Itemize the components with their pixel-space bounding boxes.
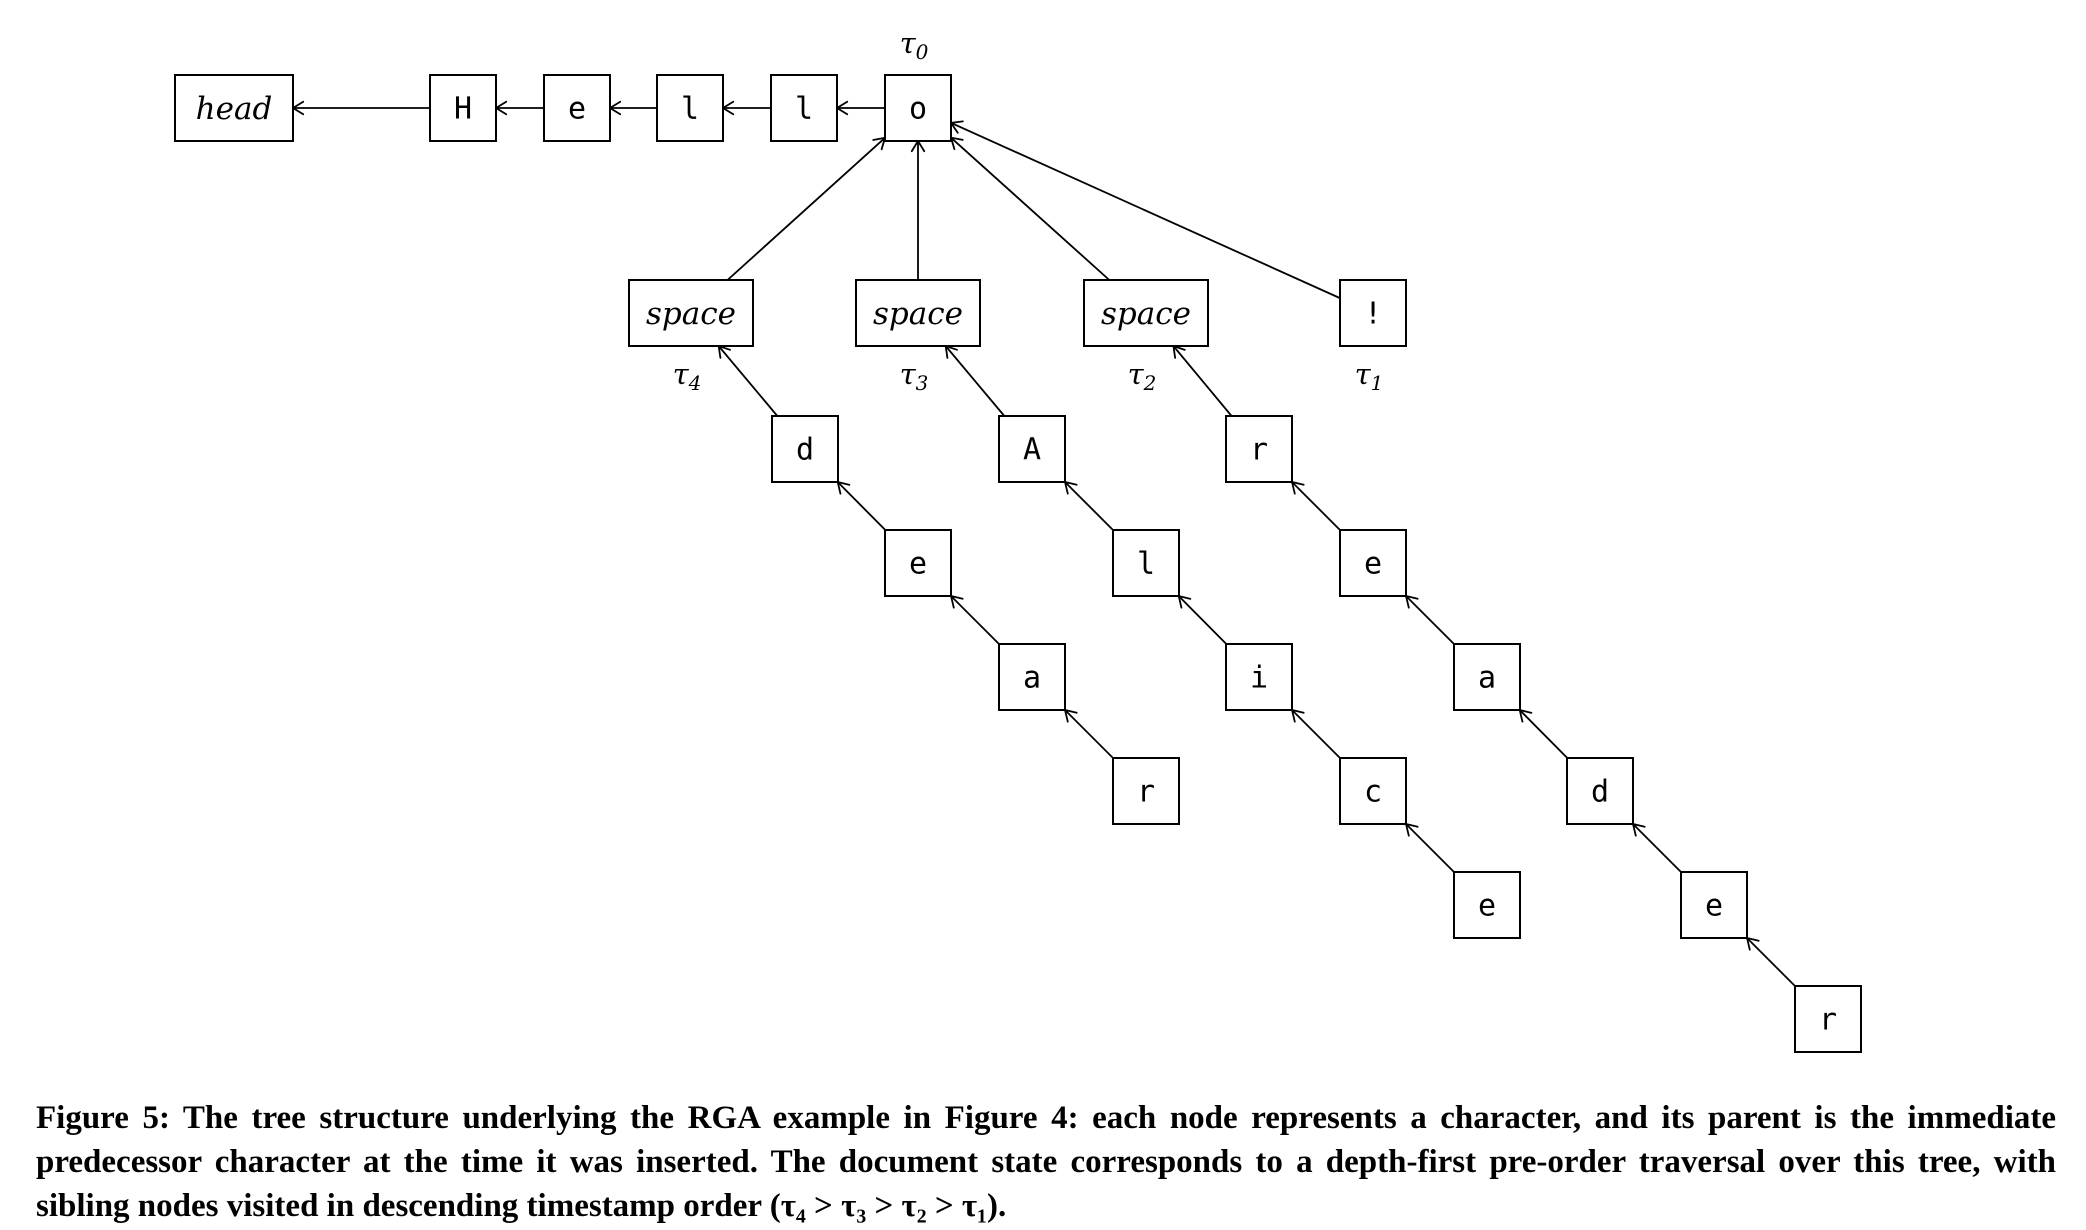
edge-r3-to-e5 [1745, 936, 1796, 987]
node-label: space [646, 296, 736, 332]
node-e2: e [884, 529, 952, 597]
node-label: a [1478, 661, 1496, 696]
edge-l1-to-e1 [608, 100, 657, 116]
edge-i-to-l3 [1177, 594, 1227, 645]
edge-c-to-i [1290, 708, 1341, 759]
timestamp-label-sp3: τ3 [900, 357, 929, 395]
edge-e2-to-d [836, 480, 886, 531]
node-label: l [795, 92, 813, 127]
node-A: A [998, 415, 1066, 483]
figure-caption: Figure 5: The tree structure underlying … [36, 1096, 2056, 1228]
timestamp-label-bang: τ1 [1355, 357, 1384, 395]
node-H: H [429, 74, 497, 142]
node-label: head [196, 91, 273, 127]
edge-d2-to-a2 [1518, 708, 1568, 759]
node-label: e [1478, 889, 1496, 924]
node-label: d [1591, 775, 1609, 810]
node-label: r [1819, 1003, 1837, 1038]
node-head: head [174, 74, 294, 142]
node-e4: e [1339, 529, 1407, 597]
timestamp-label-sp2: τ2 [1128, 357, 1157, 395]
edge-d-to-sp4 [717, 344, 779, 417]
edge-r1-to-a1 [1063, 708, 1114, 759]
node-r2: r [1225, 415, 1293, 483]
node-r1: r [1112, 757, 1180, 825]
edges-layer [291, 100, 1796, 987]
node-l2: l [770, 74, 838, 142]
node-label: H [454, 92, 472, 127]
node-c: c [1339, 757, 1407, 825]
node-e3: e [1453, 871, 1521, 939]
node-label: r [1250, 433, 1268, 468]
node-d: d [771, 415, 839, 483]
timestamp-label-sp4: τ4 [673, 357, 702, 395]
node-o: o [884, 74, 952, 142]
edge-sp3-to-o [910, 139, 926, 280]
edge-a2-to-e4 [1404, 594, 1455, 645]
edge-e4-to-r2 [1290, 480, 1341, 531]
edge-e5-to-d2 [1631, 822, 1682, 873]
node-label: space [873, 296, 963, 332]
node-label: c [1364, 775, 1382, 810]
node-label: e [909, 547, 927, 582]
node-label: e [568, 92, 586, 127]
node-a1: a [998, 643, 1066, 711]
node-label: A [1023, 433, 1041, 468]
node-label: space [1101, 296, 1191, 332]
caption-text: The tree structure underlying the RGA ex… [36, 1100, 2056, 1224]
node-label: o [909, 92, 927, 127]
timestamp-label-o: τ0 [900, 26, 929, 64]
node-l1: l [656, 74, 724, 142]
node-label: d [796, 433, 814, 468]
caption-label: Figure 5: [36, 1100, 170, 1136]
node-label: e [1364, 547, 1382, 582]
edge-a1-to-e2 [949, 594, 1000, 645]
node-sp4: space [628, 279, 754, 347]
edge-e1-to-H [494, 100, 544, 116]
edge-A-to-sp3 [944, 344, 1006, 417]
edge-e3-to-c [1404, 822, 1455, 873]
edge-bang-to-o [949, 120, 1341, 299]
timestamps-layer: τ0 τ4 τ3 τ2 τ1 [673, 26, 1384, 395]
edge-sp4-to-o [726, 136, 887, 281]
node-label: a [1023, 661, 1041, 696]
edge-l2-to-l1 [721, 100, 771, 116]
node-l3: l [1112, 529, 1180, 597]
node-sp2: space [1083, 279, 1209, 347]
edge-r2-to-sp2 [1172, 344, 1233, 417]
node-label: l [1137, 547, 1155, 582]
node-r3: r [1794, 985, 1862, 1053]
edge-o-to-l2 [835, 100, 885, 116]
edge-l3-to-A [1063, 480, 1114, 531]
node-i: i [1225, 643, 1293, 711]
node-e1: e [543, 74, 611, 142]
edge-H-to-head [291, 100, 430, 116]
node-label: l [681, 92, 699, 127]
node-bang: ! [1339, 279, 1407, 347]
node-label: r [1137, 775, 1155, 810]
node-e5: e [1680, 871, 1748, 939]
node-d2: d [1566, 757, 1634, 825]
node-sp3: space [855, 279, 981, 347]
node-label: i [1250, 661, 1268, 696]
node-label: ! [1364, 297, 1382, 332]
node-label: e [1705, 889, 1723, 924]
node-a2: a [1453, 643, 1521, 711]
